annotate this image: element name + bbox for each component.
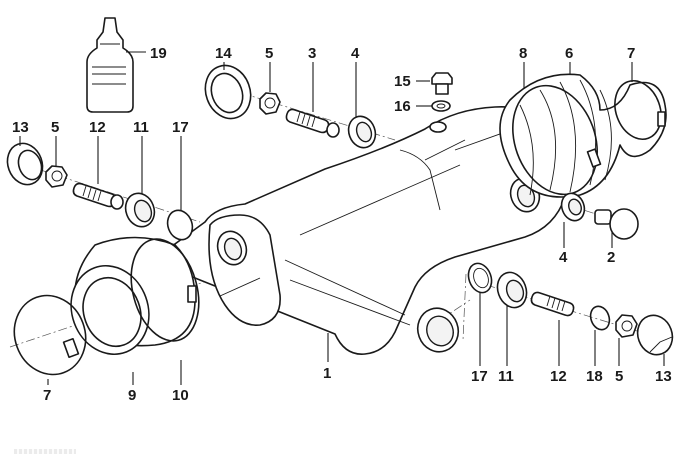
callout-19: 19 — [150, 45, 167, 62]
callout-6: 6 — [565, 45, 573, 62]
seal-ring-upper — [204, 64, 252, 120]
bearing-right — [560, 192, 586, 222]
seal-right — [467, 262, 493, 294]
bearing-pin-left — [72, 182, 124, 210]
hose-clamp-large — [512, 84, 602, 196]
seal-left — [166, 209, 194, 241]
callout-7-rear: 7 — [627, 45, 635, 62]
callout-18: 18 — [586, 368, 603, 385]
callout-9: 9 — [128, 387, 136, 404]
callout-5-left: 5 — [51, 119, 59, 136]
callout-11-left: 11 — [133, 119, 149, 136]
callout-3: 3 — [308, 45, 316, 62]
washer — [589, 305, 611, 331]
rubber-boot-front — [70, 236, 196, 356]
cap-left — [6, 142, 44, 186]
callout-13-right: 13 — [655, 368, 672, 385]
tapered-bearing-left — [124, 192, 156, 228]
callout-4-right: 4 — [559, 249, 568, 266]
oil-plug-screw — [431, 72, 453, 95]
fixed-bearing-pin — [594, 208, 639, 240]
callout-5-upper: 5 — [265, 45, 273, 62]
callout-14: 14 — [215, 45, 232, 62]
callout-labels: 19 14 5 3 4 15 16 8 6 7 13 5 12 11 17 4 … — [12, 45, 672, 404]
callout-17-left: 17 — [172, 119, 189, 136]
callout-8: 8 — [519, 45, 527, 62]
rubber-boot-rear — [499, 73, 667, 198]
callout-4-upper: 4 — [351, 45, 360, 62]
callout-13-left: 13 — [12, 119, 29, 136]
sealing-washer — [431, 100, 451, 112]
callout-10: 10 — [172, 387, 189, 404]
lock-nut-upper — [259, 92, 281, 115]
callout-5-right: 5 — [615, 368, 623, 385]
hose-clamp-front — [13, 294, 87, 376]
faint-catalog-mark — [14, 449, 76, 454]
leader-lines — [19, 51, 665, 385]
lock-nut-left — [45, 165, 68, 188]
callout-16: 16 — [394, 98, 411, 115]
hose-clamp-medium — [130, 238, 200, 342]
callout-7-front: 7 — [43, 387, 51, 404]
lubricant-bottle — [86, 17, 134, 113]
swing-arm — [122, 106, 572, 355]
tapered-bearing-right — [496, 271, 528, 309]
hose-clamp-rear — [614, 80, 666, 140]
callout-11-right: 11 — [498, 368, 514, 385]
bearing-pin-upper — [285, 108, 340, 138]
callout-2: 2 — [607, 249, 615, 266]
callout-12-right: 12 — [550, 368, 567, 385]
callout-15: 15 — [394, 73, 411, 90]
cap-right — [636, 314, 674, 356]
bearing-upper — [347, 115, 377, 149]
lock-nut-right — [615, 314, 638, 338]
callout-1: 1 — [323, 365, 331, 382]
callout-12-left: 12 — [89, 119, 106, 136]
callout-17-right: 17 — [471, 368, 488, 385]
bearing-pin-right — [530, 291, 575, 317]
